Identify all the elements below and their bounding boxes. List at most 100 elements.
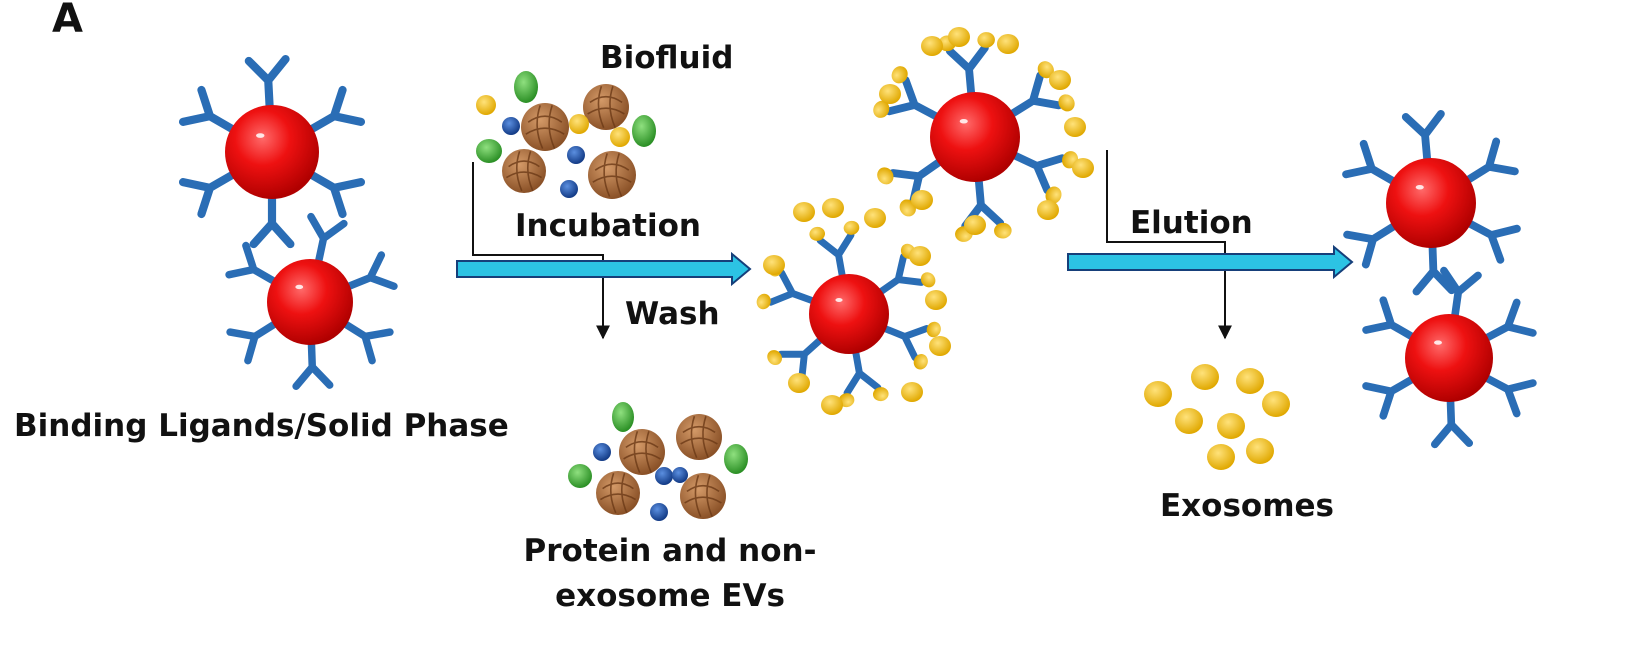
protein-body xyxy=(502,149,546,193)
protein-texture xyxy=(587,86,625,129)
antibody-stroke xyxy=(1401,109,1445,169)
protein-texture xyxy=(505,150,543,192)
bound-exosome-icon xyxy=(911,190,933,210)
bead-icon xyxy=(225,105,319,199)
ev-green-icon xyxy=(612,402,634,432)
protein-particle-icon xyxy=(676,414,722,460)
bound-exosome-icon xyxy=(901,382,923,402)
panel-label: A xyxy=(52,0,83,42)
protein-body xyxy=(521,103,569,151)
bound-exosome-icon xyxy=(864,208,886,228)
bound-exosome-icon xyxy=(913,354,928,370)
bead-highlight-icon xyxy=(1415,185,1424,190)
bound-exosome-icon xyxy=(788,373,810,393)
mixture-layer xyxy=(476,27,1290,521)
bound-exosome-icon xyxy=(1064,117,1086,137)
antibody-icon xyxy=(1412,238,1456,296)
protein-label-line1: Protein and non- xyxy=(523,533,817,569)
protein-body xyxy=(583,84,629,130)
bound-exosome-icon xyxy=(964,215,986,235)
antibody-icon xyxy=(838,344,889,408)
ligand-bead-top-left xyxy=(178,54,366,249)
bound-exosome-icon xyxy=(921,36,943,56)
bead-icon xyxy=(809,274,889,354)
bound-exosome-icon xyxy=(873,100,890,118)
antibody-icon xyxy=(1006,149,1079,204)
exosome-icon xyxy=(1191,364,1219,390)
antibody-icon xyxy=(809,220,860,284)
antibody-stroke xyxy=(244,54,290,116)
exosome-icon xyxy=(1207,444,1235,470)
bound-exosome-icon xyxy=(925,290,947,310)
antibody-icon xyxy=(292,335,334,391)
protein-body xyxy=(680,473,726,519)
exosome-icon xyxy=(1217,413,1245,439)
bound-exosome-icon xyxy=(809,226,826,241)
antibody-stroke xyxy=(292,335,334,391)
bound-exosome-icon xyxy=(1037,61,1054,79)
bound-exosome-icon xyxy=(994,222,1012,239)
antibody-stroke xyxy=(249,188,295,249)
eluted-bead-bottom xyxy=(1362,266,1537,449)
antibody-icon xyxy=(244,54,290,116)
protein-texture xyxy=(684,475,722,518)
bound-exosome-icon xyxy=(926,321,941,338)
antibody-stroke xyxy=(1412,238,1456,296)
bead-icon xyxy=(1405,314,1493,402)
antibody-stroke xyxy=(1430,392,1474,449)
antibody-icon xyxy=(938,32,995,103)
protein-particle-icon xyxy=(619,429,665,475)
bound-exosome-icon xyxy=(1049,70,1071,90)
protein-particle-icon xyxy=(521,103,569,151)
protein-texture xyxy=(680,416,718,459)
antibody-icon xyxy=(1430,392,1474,449)
bound-exosome-icon xyxy=(763,255,785,275)
wash-line xyxy=(472,162,610,340)
bound-exosome-icon xyxy=(756,293,771,310)
elution-arrow xyxy=(1067,244,1354,280)
protein-particle-icon xyxy=(588,151,636,199)
bound-exosome-icon xyxy=(767,350,782,366)
bead-icon xyxy=(1386,158,1476,248)
ev-blue-icon xyxy=(560,180,578,198)
bound-exosome-icon xyxy=(879,84,901,104)
bound-exosome-icon xyxy=(1045,186,1062,204)
eluted-bead-top xyxy=(1342,109,1521,296)
bead-highlight-icon xyxy=(835,298,843,302)
bound-exosome-icon xyxy=(920,272,936,288)
bound-exosome-icon xyxy=(877,167,894,185)
protein-particle-icon xyxy=(680,473,726,519)
ev-green-icon xyxy=(568,464,592,488)
incubation-arrow xyxy=(456,251,752,287)
bead-highlight-icon xyxy=(1434,340,1442,345)
antibody-stroke xyxy=(945,43,989,103)
protein-particle-icon xyxy=(502,149,546,193)
antibody-icon xyxy=(249,188,295,249)
protein-texture xyxy=(599,472,637,514)
bead-icon xyxy=(930,92,1020,182)
bead-highlight-icon xyxy=(959,119,968,124)
beads-layer xyxy=(178,32,1537,449)
ev-green-icon xyxy=(514,71,538,103)
protein-particle-icon xyxy=(583,84,629,130)
exosome-icon xyxy=(1246,438,1274,464)
bound-exosome-icon xyxy=(929,336,951,356)
wash-label: Wash xyxy=(625,296,720,332)
bound-exosome-icon xyxy=(948,27,970,47)
bound-exosome-icon xyxy=(997,34,1019,54)
protein-texture xyxy=(592,153,632,197)
bound-exosome-icon xyxy=(821,395,843,415)
process-arrows xyxy=(456,244,1354,287)
protein-texture xyxy=(623,431,661,474)
bound-exosome-icon xyxy=(891,66,908,84)
bound-exosome-icon xyxy=(1072,158,1094,178)
protein-label-line2: exosome EVs xyxy=(555,578,785,614)
bead-highlight-icon xyxy=(256,133,265,138)
captured-bead-bottom xyxy=(756,220,941,408)
exosome-icon xyxy=(569,114,589,134)
ev-blue-icon xyxy=(655,467,673,485)
bound-exosome-icon xyxy=(843,220,860,235)
bound-exosome-icon xyxy=(872,387,889,402)
exosome-icon xyxy=(1144,381,1172,407)
protein-body xyxy=(596,471,640,515)
